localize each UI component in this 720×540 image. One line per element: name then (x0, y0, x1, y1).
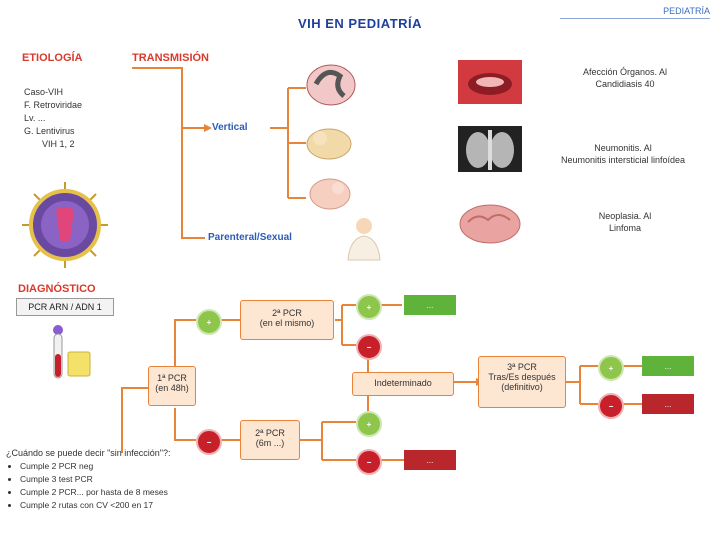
transmision-vertical: Vertical (212, 122, 248, 133)
diagnostico-box: PCR ARN / ADN 1 (16, 298, 114, 316)
virus-icon (20, 180, 110, 270)
second-pcr-pos-line: 2ª PCR (241, 308, 333, 318)
negative-circle: − (356, 449, 382, 475)
second-pcr-pos-line: (en el mismo) (241, 318, 333, 328)
criteria-heading: ¿Cuándo se puede decir "sin infección"?: (6, 448, 266, 458)
right-item-3: Neoplasia. Al Linfoma (540, 210, 710, 234)
second-pcr-neg-line: 2ª PCR (241, 428, 299, 438)
test-tube-icon (38, 322, 98, 384)
right-item-2-line: Neumonitis intersticial linfoídea (528, 154, 718, 166)
result-positive: ... (642, 356, 694, 376)
positive-circle: + (196, 309, 222, 335)
etiologia-line: Lv. ... (24, 112, 82, 125)
negative-circle: − (356, 334, 382, 360)
etiologia-line: G. Lentivirus (24, 125, 82, 138)
third-pcr-line: 3ª PCR (479, 362, 565, 372)
positive-circle: + (356, 411, 382, 437)
criteria-section: ¿Cuándo se puede decir "sin infección"?:… (6, 448, 266, 512)
criteria-item: Cumple 2 rutas con CV <200 en 17 (20, 499, 266, 512)
positive-circle: + (356, 294, 382, 320)
third-pcr-line: Tras/Es después (479, 372, 565, 382)
result-negative: ... (404, 450, 456, 470)
etiologia-line: F. Retroviridae (24, 99, 82, 112)
pregnancy-icon (304, 58, 358, 108)
criteria-item: Cumple 2 PCR neg (20, 460, 266, 473)
right-item-3-line: Neoplasia. Al (540, 210, 710, 222)
right-item-1: Afección Órganos. Al Candidiasis 40 (540, 66, 710, 90)
etiologia-line: Caso-VIH (24, 86, 82, 99)
right-item-1-line: Candidiasis 40 (540, 78, 710, 90)
diagnostico-heading: DIAGNÓSTICO (18, 283, 96, 295)
breastfeeding-icon (306, 172, 354, 212)
brain-image (458, 202, 522, 246)
third-pcr-box: 3ª PCR Tras/Es después (definitivo) (478, 356, 566, 408)
criteria-item: Cumple 2 PCR... por hasta de 8 meses (20, 486, 266, 499)
delivery-icon (304, 122, 354, 162)
second-pcr-pos-box: 2ª PCR (en el mismo) (240, 300, 334, 340)
second-pcr-neg-line: (6m ...) (241, 438, 299, 448)
etiologia-heading: ETIOLOGÍA (22, 52, 83, 64)
result-negative: ... (642, 394, 694, 414)
right-item-1-line: Afección Órganos. Al (540, 66, 710, 78)
etiologia-list: Caso-VIH F. Retroviridae Lv. ... G. Lent… (24, 86, 82, 151)
transmision-parenteral: Parenteral/Sexual (208, 232, 292, 243)
indeterminate-box: Indeterminado (352, 372, 454, 396)
etiologia-line: VIH 1, 2 (24, 138, 82, 151)
criteria-item: Cumple 3 test PCR (20, 473, 266, 486)
first-pcr-box: 1ª PCR (en 48h) (148, 366, 196, 406)
third-pcr-line: (definitivo) (479, 382, 565, 392)
first-pcr-line: (en 48h) (149, 383, 195, 393)
transmision-heading: TRANSMISIÓN (132, 52, 209, 64)
positive-circle: + (598, 355, 624, 381)
right-item-2: Neumonitis. Al Neumonitis intersticial l… (528, 142, 718, 166)
candidiasis-image (458, 60, 522, 104)
xray-image (458, 126, 522, 172)
first-pcr-line: 1ª PCR (149, 373, 195, 383)
negative-circle: − (598, 393, 624, 419)
right-item-3-line: Linfoma (540, 222, 710, 234)
doctor-icon (344, 216, 384, 262)
criteria-list: Cumple 2 PCR neg Cumple 3 test PCR Cumpl… (6, 460, 266, 512)
result-positive: ... (404, 295, 456, 315)
right-item-2-line: Neumonitis. Al (528, 142, 718, 154)
